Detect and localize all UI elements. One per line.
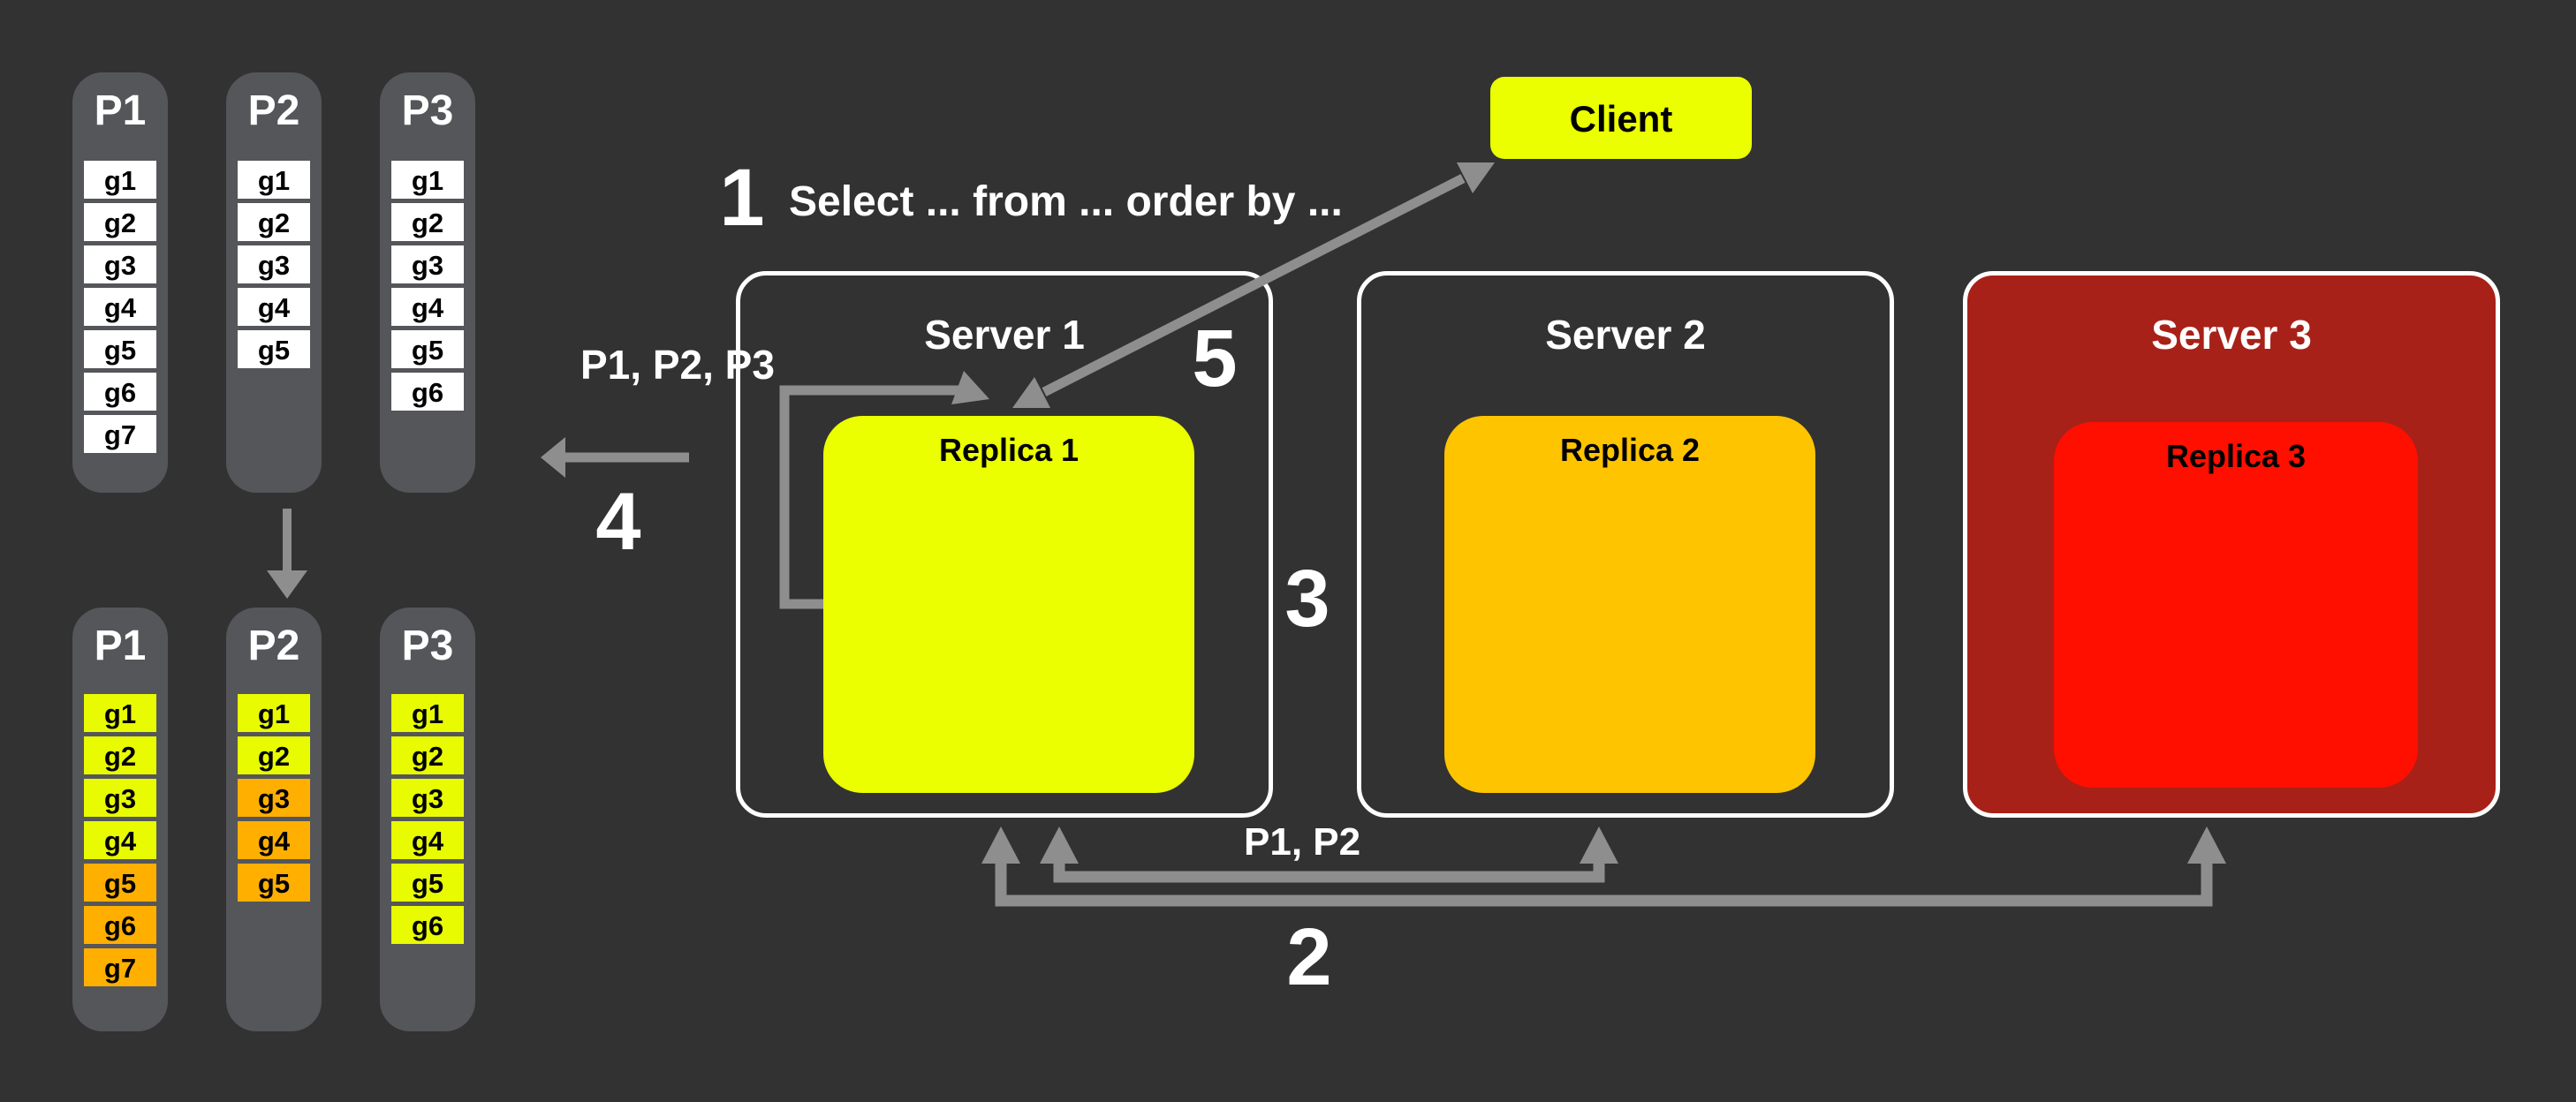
server-3-box: Server 3 Replica 3: [1963, 271, 2500, 818]
partition-cell: g2: [84, 736, 156, 774]
replica-3-title: Replica 3: [2165, 438, 2307, 474]
partition-cell: g1: [238, 161, 310, 199]
step-2-number: 2: [1286, 912, 1332, 1002]
replica-1-box: Replica 1: [823, 416, 1194, 793]
server-2-title: Server 2: [1545, 312, 1706, 358]
partition-cell: g3: [238, 245, 310, 283]
partition-cell: g6: [391, 906, 464, 944]
partition-cell: g6: [84, 906, 156, 944]
partition-cell: g4: [391, 288, 464, 326]
partition-cell: g5: [391, 864, 464, 902]
partition-cell: g2: [391, 203, 464, 241]
partition-cell: g7: [84, 948, 156, 986]
partitions-forwarded-label: P1, P2: [1244, 820, 1361, 864]
partition-column-p3: P3 g1 g2 g3 g4 g5 g6: [380, 72, 475, 493]
step-5-number: 5: [1192, 313, 1238, 404]
partition-cell: g1: [391, 694, 464, 732]
server-3-title: Server 3: [2151, 312, 2312, 358]
partition-column-title: P1: [94, 87, 147, 134]
partition-cell: g3: [391, 245, 464, 283]
arrow-step4-left: [541, 437, 689, 478]
partition-cell: g5: [238, 864, 310, 902]
server-1-title: Server 1: [924, 312, 1085, 358]
partition-cell: g4: [84, 821, 156, 859]
partition-cell: g2: [238, 203, 310, 241]
partition-cell: g4: [238, 288, 310, 326]
step-1-number: 1: [719, 153, 765, 243]
arrow-client-replica: [1012, 162, 1495, 408]
partition-cell: g3: [391, 779, 464, 817]
partition-column-title: P3: [401, 623, 454, 669]
partition-cell: g1: [238, 694, 310, 732]
partition-column-p1: P1 g1 g2 g3 g4 g5 g6 g7: [72, 72, 168, 493]
partition-cell: g6: [391, 373, 464, 411]
partition-column-title: P3: [401, 87, 454, 134]
server-2-box: Server 2 Replica 2: [1357, 271, 1894, 818]
partition-cell: g2: [238, 736, 310, 774]
arrow-server2-to-server1: [1040, 826, 1618, 883]
partition-cell: g6: [84, 373, 156, 411]
partition-cell: g1: [84, 694, 156, 732]
partition-column-p3: P3 g1 g2 g3 g4 g5 g6: [380, 608, 475, 1031]
partition-cell: g5: [84, 330, 156, 368]
partition-cell: g7: [84, 415, 156, 453]
replica-2-box: Replica 2: [1444, 416, 1815, 793]
partition-cell: g1: [391, 161, 464, 199]
partition-cell: g3: [238, 779, 310, 817]
partition-cell: g2: [84, 203, 156, 241]
partitions-to-scan-label: P1, P2, P3: [580, 342, 775, 388]
partition-cell: g3: [84, 245, 156, 283]
partition-cell: g5: [238, 330, 310, 368]
partition-cell: g1: [84, 161, 156, 199]
partition-cell: g4: [238, 821, 310, 859]
partition-cell: g5: [391, 330, 464, 368]
partition-cell: g2: [391, 736, 464, 774]
partition-cell: g5: [84, 864, 156, 902]
partition-column-p2: P2 g1 g2 g3 g4 g5: [226, 72, 322, 493]
step-4-number: 4: [595, 477, 641, 567]
partition-column-title: P2: [247, 623, 300, 669]
partition-column-p2: P2 g1 g2 g3 g4 g5: [226, 608, 322, 1031]
query-text: Select ... from ... order by ...: [789, 178, 1343, 225]
server-1-box: Server 1 Replica 1: [736, 271, 1273, 818]
client-box: Client: [1490, 77, 1752, 159]
partition-cell: g4: [84, 288, 156, 326]
partition-column-p1: P1 g1 g2 g3 g4 g5 g6 g7: [72, 608, 168, 1031]
partition-cell: g4: [391, 821, 464, 859]
replica-1-title: Replica 1: [938, 432, 1080, 468]
partition-column-title: P1: [94, 623, 147, 669]
replica-3-box: Replica 3: [2054, 422, 2418, 788]
arrow-partition-transform-down: [267, 509, 307, 599]
arrow-loop-partitions: [779, 371, 989, 609]
partition-column-title: P2: [247, 87, 300, 134]
partition-cell: g3: [84, 779, 156, 817]
step-3-number: 3: [1284, 554, 1330, 644]
replica-2-title: Replica 2: [1559, 432, 1701, 468]
arrow-server3-to-server1: [981, 826, 2226, 907]
